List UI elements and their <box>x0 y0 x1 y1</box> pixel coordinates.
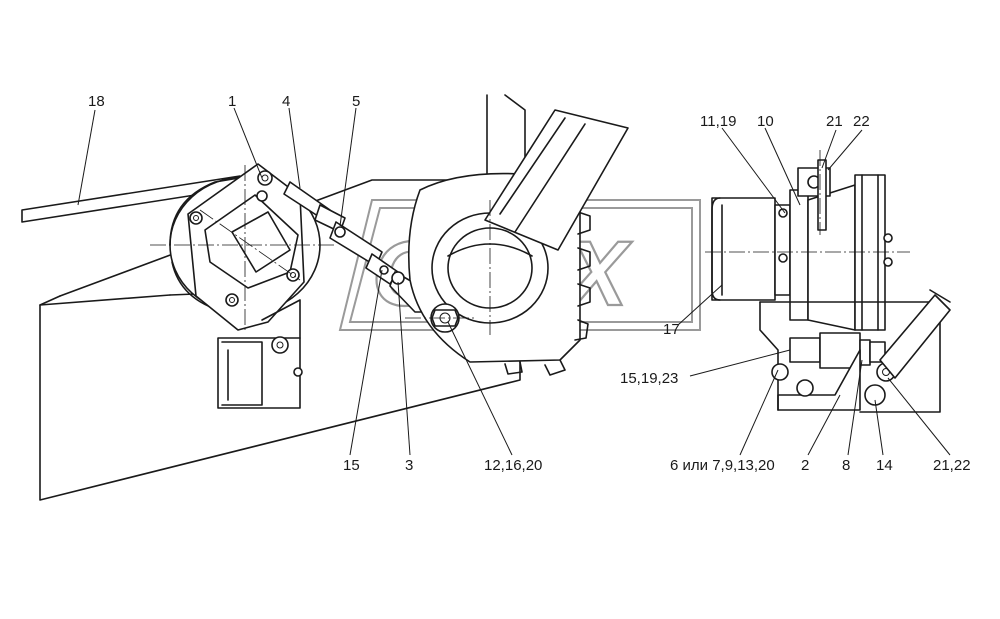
callout-labels: 18 1 4 5 15 3 12,16,20 11,19 10 21 22 17… <box>88 93 971 474</box>
right-assembly <box>705 150 951 413</box>
mounting-bracket <box>217 299 303 409</box>
callout-17: 17 <box>663 321 680 338</box>
callout-12-16-20: 12,16,20 <box>484 457 542 474</box>
callout-2: 2 <box>801 457 809 474</box>
callout-8: 8 <box>842 457 850 474</box>
callout-3: 3 <box>405 457 413 474</box>
callout-15: 15 <box>343 457 360 474</box>
callout-21-22: 21,22 <box>933 457 971 474</box>
watermark-frame <box>338 199 701 331</box>
callout-11-19: 11,19 <box>700 113 736 130</box>
leader-lines <box>77 107 951 456</box>
brake-chamber <box>150 163 335 331</box>
callout-14: 14 <box>876 457 893 474</box>
callout-1: 1 <box>228 93 236 110</box>
callout-4: 4 <box>282 93 290 110</box>
callout-18: 18 <box>88 93 105 110</box>
callout-22: 22 <box>853 113 870 130</box>
slack-adjuster <box>405 94 629 376</box>
callout-21: 21 <box>826 113 843 130</box>
callout-10: 10 <box>757 113 774 130</box>
callout-6-alt: 6 или 7,9,13,20 <box>670 457 775 474</box>
callout-5: 5 <box>352 93 360 110</box>
callout-15-19-23: 15,19,23 <box>620 370 678 387</box>
